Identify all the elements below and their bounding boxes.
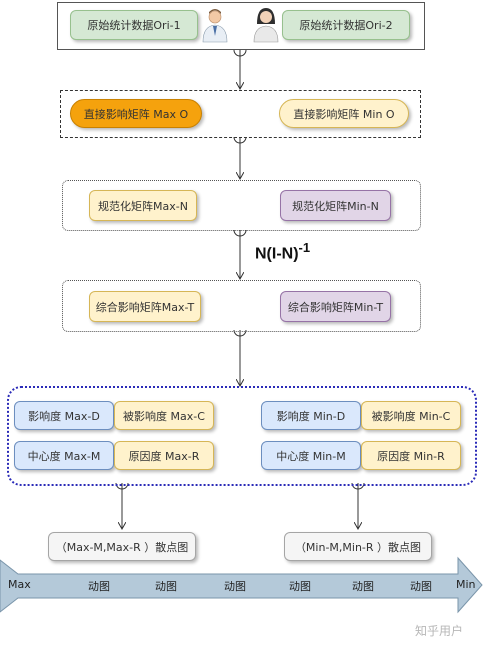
direct-matrix-min[interactable]: 直接影响矩阵 Min O — [279, 99, 409, 128]
normalized-matrix-max[interactable]: 规范化矩阵Max-N — [89, 190, 197, 221]
normalized-matrix-frame — [62, 180, 421, 231]
raw-data-frame — [57, 2, 425, 50]
raw-data-ori-2[interactable]: 原始统计数据Ori-2 — [282, 10, 410, 40]
timeline-item[interactable]: 动图 — [410, 580, 432, 593]
raw-data-ori-1[interactable]: 原始统计数据Ori-1 — [70, 10, 198, 40]
direct-matrix-frame — [60, 90, 421, 138]
normalized-matrix-min[interactable]: 规范化矩阵Min-N — [280, 190, 391, 221]
timeline-item[interactable]: 动图 — [155, 580, 177, 593]
min-center-degree[interactable]: 中心度 Min-M — [261, 441, 361, 470]
formula-base: N(I-N) — [255, 245, 299, 263]
timeline-end-label: Min — [456, 578, 476, 591]
formula-label: N(I-N)-1 — [255, 240, 310, 263]
timeline-arrow — [0, 556, 483, 614]
scatter-plot-min[interactable]: （Min-M,Min-R ）散点图 — [284, 532, 432, 561]
timeline-item[interactable]: 动图 — [224, 580, 246, 593]
timeline-item[interactable]: 动图 — [88, 580, 110, 593]
max-cause-degree[interactable]: 原因度 Max-R — [114, 441, 214, 470]
watermark: 知乎用户 — [415, 624, 464, 638]
timeline-item[interactable]: 动图 — [352, 580, 374, 593]
total-matrix-max[interactable]: 综合影响矩阵Max-T — [89, 291, 201, 322]
total-matrix-frame — [62, 280, 421, 332]
min-influenced-degree[interactable]: 被影响度 Min-C — [361, 401, 461, 430]
timeline-start-label: Max — [8, 578, 31, 591]
formula-exponent: -1 — [298, 240, 311, 255]
direct-matrix-max[interactable]: 直接影响矩阵 Max O — [70, 99, 202, 128]
min-cause-degree[interactable]: 原因度 Min-R — [361, 441, 461, 470]
max-influenced-degree[interactable]: 被影响度 Max-C — [114, 401, 214, 430]
min-influence-degree[interactable]: 影响度 Min-D — [261, 401, 361, 430]
max-center-degree[interactable]: 中心度 Max-M — [14, 441, 114, 470]
total-matrix-min[interactable]: 综合影响矩阵Min-T — [280, 291, 391, 322]
max-influence-degree[interactable]: 影响度 Max-D — [14, 401, 114, 430]
indicator-group-frame — [7, 386, 477, 486]
timeline-item[interactable]: 动图 — [289, 580, 311, 593]
scatter-plot-max[interactable]: （Max-M,Max-R ）散点图 — [48, 532, 196, 561]
